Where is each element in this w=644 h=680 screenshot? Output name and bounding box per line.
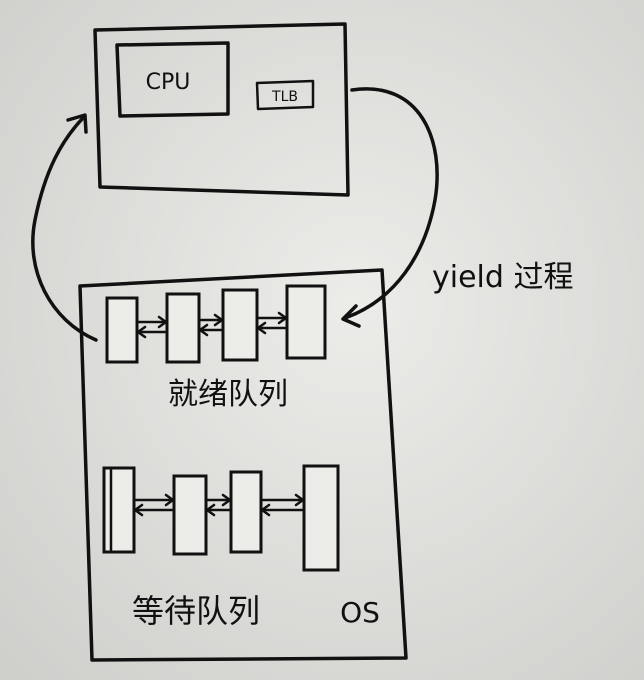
waiting-link <box>134 498 174 512</box>
os-label: OS <box>340 596 380 629</box>
ready-link-head <box>198 313 224 337</box>
os-box <box>78 268 408 662</box>
yield-arrowhead <box>341 304 361 328</box>
waiting-node <box>302 464 340 572</box>
waiting-node <box>229 470 263 554</box>
waiting-node <box>172 474 208 556</box>
dispatch-arrow <box>31 116 98 342</box>
tlb-box <box>255 79 315 111</box>
waiting-link-head <box>133 493 175 517</box>
machine-box <box>93 22 350 197</box>
waiting-queue <box>102 464 340 572</box>
ready-link <box>137 320 167 334</box>
cpu-box <box>115 41 230 118</box>
ready-queue <box>105 284 327 364</box>
tlb-label: TLB <box>271 89 298 105</box>
ready-link <box>199 318 223 332</box>
ready-link <box>257 316 287 330</box>
cpu-label: CPU <box>146 70 191 95</box>
ready-queue-label: 就绪队列 <box>168 377 288 412</box>
waiting-link <box>206 498 231 512</box>
dispatch-arrowhead <box>66 113 88 134</box>
ready-node <box>165 292 201 364</box>
waiting-link-head <box>205 493 232 517</box>
ready-node <box>221 288 259 362</box>
ready-node <box>105 296 139 364</box>
waiting-link <box>261 498 304 512</box>
ready-link-head <box>136 315 168 339</box>
yield-arrow <box>343 87 439 320</box>
waiting-node <box>102 466 136 554</box>
ready-link-head <box>256 311 288 335</box>
yield-label: yield 过程 <box>432 260 573 295</box>
ready-node <box>285 284 327 360</box>
waiting-queue-label: 等待队列 <box>132 592 260 630</box>
waiting-link-head <box>260 493 305 517</box>
